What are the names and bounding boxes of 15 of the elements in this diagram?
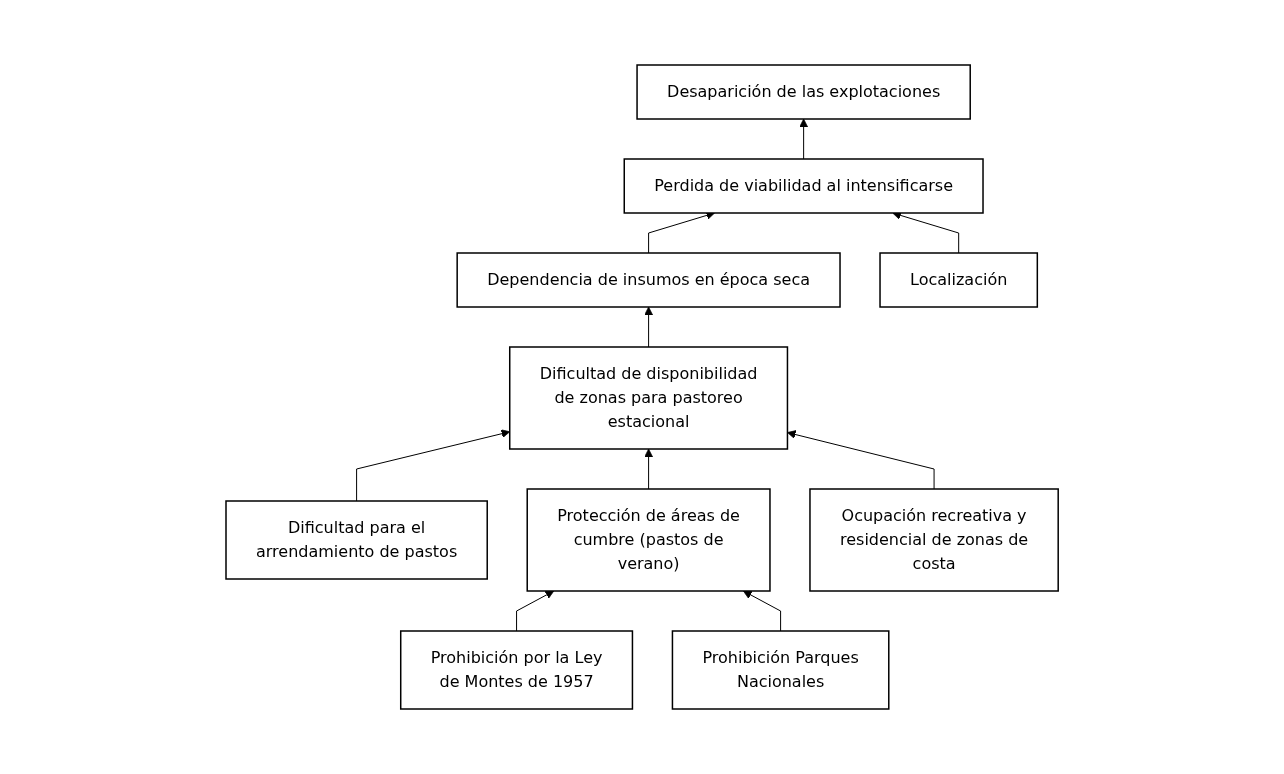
arrow (644, 306, 653, 348)
node-box: Dependencia de insumos en época seca (456, 252, 841, 308)
node-box: Dificultad para el arrendamiento de pastos (225, 500, 488, 580)
node-box: Prohibición por la Ley de Montes de 1957 (399, 630, 634, 710)
arrow (644, 448, 653, 490)
node-box: Protección de áreas de cumbre (pastos de verano) (526, 488, 771, 592)
node-box: Prohibición Parques Nacionales (671, 630, 890, 710)
node-box: Desaparición de las explotaciones (636, 64, 971, 120)
node-box: Perdida de viabilidad al intensificarse (623, 158, 984, 214)
arrow (742, 590, 781, 632)
node-box: Localización (879, 252, 1038, 308)
node-box: Dificultad de disponibilidad de zonas para pastoreo estacional (508, 346, 789, 450)
arrow (799, 118, 808, 160)
arrow (516, 590, 555, 632)
node-box: Ocupación recreativa y residencial de zonas de costa (809, 488, 1059, 592)
